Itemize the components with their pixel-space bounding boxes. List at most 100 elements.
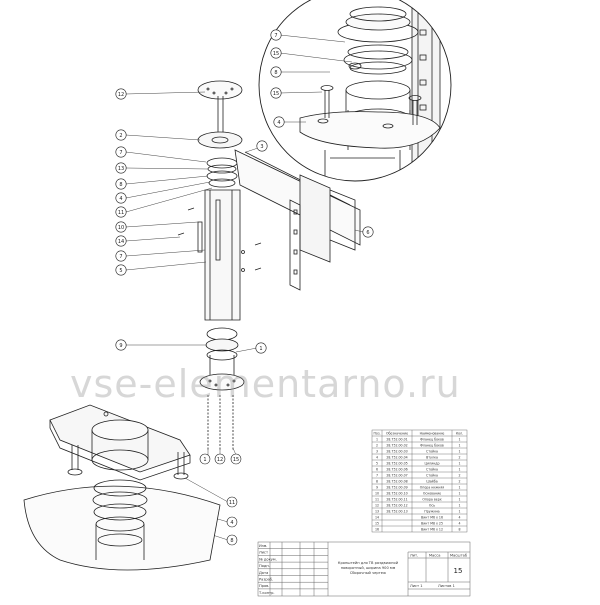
detail-view-bottom [23, 404, 221, 571]
callout-number: 15 [233, 457, 239, 463]
bom-cell: Фланец боков [420, 443, 444, 447]
bom-header: Кол. [456, 431, 463, 435]
bom-cell: 1 [458, 503, 460, 507]
callout-number: 8 [274, 70, 277, 76]
callout-number: 7 [274, 33, 277, 39]
callout-number: 2 [119, 133, 122, 139]
bom-cell: 2 [458, 473, 460, 477]
bom-cell: 8 [458, 527, 460, 531]
callout-number: 13 [118, 166, 124, 172]
callout-number: 3 [260, 144, 263, 150]
callout-bl-1: 4 [226, 516, 238, 528]
callout-top-0: 7 [270, 29, 282, 41]
callout-number: 6 [366, 230, 369, 236]
callout-main-11: 9 [115, 339, 127, 351]
bom-cell: 1 [458, 437, 460, 441]
sheet-label: Лист 1 [410, 584, 423, 588]
title-block-row-label: Изм. [259, 544, 267, 548]
bom-cell: Основание [423, 491, 441, 495]
title-block-row-label: Дата [259, 571, 268, 575]
callout-number: 14 [118, 239, 124, 245]
bom-cell: 6 [376, 467, 378, 471]
title-block-row-label: Пров. [259, 584, 269, 588]
bom-cell: Ось [429, 503, 435, 507]
bom-cell: 1 [458, 491, 460, 495]
bom-cell: Фланец боков [420, 437, 444, 441]
bom-cell: 4 [458, 521, 460, 525]
bom-cell: Втулка [426, 455, 438, 459]
bom-cell: 1 [458, 461, 460, 465]
callout-top-1: 15 [270, 47, 282, 59]
title-block-row-label: Подп. [259, 564, 270, 568]
bom-cell: 28.752.00.05 [386, 461, 407, 465]
bom-cell: 1 [458, 497, 460, 501]
bom-cell: 11 [375, 497, 379, 501]
callout-number: 12 [217, 457, 223, 463]
bom-cell: Пружина [424, 509, 439, 513]
callout-main-8: 14 [115, 235, 127, 247]
bom-cell: Цилиндр [425, 461, 440, 465]
callout-main-5: 4 [115, 192, 127, 204]
title-block-row-label: Разраб. [259, 578, 273, 582]
title-block-row-label: Лист [259, 551, 268, 555]
callout-main-9: 7 [115, 250, 127, 262]
callout-main-4: 8 [115, 178, 127, 190]
callout-main-6: 11 [115, 206, 127, 218]
callout-number: 15 [273, 91, 279, 97]
bom-cell: Шайба [426, 479, 437, 483]
bom-cell: 28.752.00.08 [386, 479, 407, 483]
callout-top-2: 8 [270, 66, 282, 78]
callout-bottom-2: 15 [230, 453, 242, 465]
callout-number: 1 [259, 346, 262, 352]
callout-number: 8 [230, 538, 233, 544]
bom-cell: 2 [458, 479, 460, 483]
bom-cell: Опора верх [422, 497, 441, 501]
bom-cell: 4 [376, 455, 378, 459]
main-assembly [177, 80, 361, 450]
callout-main-3: 13 [115, 162, 127, 174]
detail-view-top [259, 0, 451, 181]
mass-label: Масса [429, 554, 440, 558]
bom-cell: 10 [375, 491, 379, 495]
bom-cell: Винт М8 х 25 [421, 521, 443, 525]
callout-number: 10 [118, 225, 124, 231]
callout-bl-2: 8 [226, 534, 238, 546]
callout-number: 12 [118, 92, 124, 98]
bom-cell: 1 [458, 467, 460, 471]
bom-cell: Стойка [426, 467, 438, 471]
bom-cell: Опора нижняя [420, 485, 445, 489]
bom-cell: 9 [376, 485, 378, 489]
drawing-title-line2: поворотный, ширина 900 мм [341, 566, 396, 570]
bom-cell: 2 [458, 455, 460, 459]
callout-main-0: 12 [115, 88, 127, 100]
bom-header: Обозначение [386, 431, 408, 435]
drawing-title-line3: Сборочный чертеж [350, 571, 387, 575]
bom-cell: Стойка [426, 449, 438, 453]
callout-number: 1 [203, 457, 206, 463]
callout-main-2: 7 [115, 146, 127, 158]
callout-number: 11 [118, 210, 124, 216]
bom-cell: 1 [458, 509, 460, 513]
title-block-row-label: № докум. [259, 557, 277, 561]
callout-number: 8 [119, 182, 122, 188]
callout-number: 7 [119, 254, 122, 260]
bom-cell: 28.752.00.10 [386, 491, 407, 495]
callout-main-7: 10 [115, 221, 127, 233]
bom-cell: Винт М6 х 12 [421, 527, 443, 531]
bom-cell: 2 [376, 443, 378, 447]
bom-cell: 13 [375, 509, 379, 513]
bom-cell: 12 [375, 503, 379, 507]
watermark-text: vse-elementarno.ru [70, 362, 461, 406]
bom-header: Наименование [420, 431, 445, 435]
bom-cell: 28.752.00.12 [386, 503, 407, 507]
callout-main-14: 1 [255, 342, 267, 354]
bom-cell: 28.752.00.02 [386, 443, 407, 447]
callout-main-12: 6 [362, 226, 374, 238]
bom-cell: 1 [458, 443, 460, 447]
detail-circle-top [258, 0, 452, 182]
bom-cell: 28.752.00.11 [386, 497, 407, 501]
